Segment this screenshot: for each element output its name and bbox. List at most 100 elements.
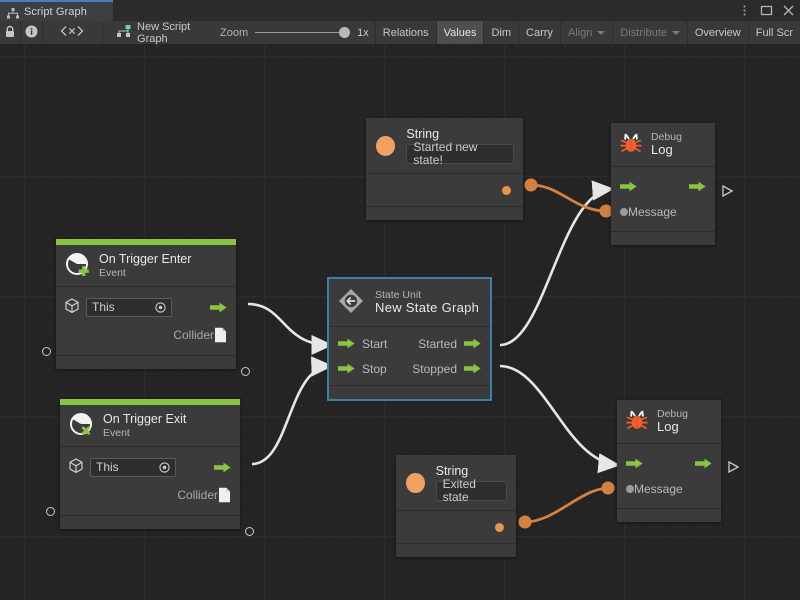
string-value-input[interactable]: Started new state! [406, 140, 514, 167]
message-input-port[interactable] [626, 485, 634, 493]
node-body [396, 511, 516, 544]
toolbar-button-values[interactable]: Values [435, 21, 484, 44]
node-titles: On Trigger Enter Event [99, 252, 191, 278]
node-debug-log-top[interactable]: Debug Log Message [611, 123, 715, 245]
toolbar-button-overview[interactable]: Overview [686, 21, 748, 44]
object-picker-icon[interactable] [155, 301, 166, 313]
node-message-row: Message [617, 476, 721, 502]
code-view-button[interactable] [43, 21, 104, 44]
toolbar-button-relations-label: Relations [382, 26, 429, 39]
node-type-label: String [406, 127, 440, 141]
node-on-trigger-exit[interactable]: On Trigger Exit Event This [60, 399, 240, 529]
flow-in-arrow[interactable] [338, 363, 355, 374]
zoom-slider-handle[interactable] [339, 27, 351, 38]
node-header: State Unit New State Graph [329, 279, 490, 327]
zoom-control[interactable]: Zoom 1x [214, 21, 375, 44]
toolbar-button-distribute[interactable]: Distribute [612, 21, 686, 44]
flow-out-arrow[interactable] [214, 462, 231, 473]
flow-in-arrow[interactable] [626, 458, 643, 469]
stopped-output-label: Stopped [412, 361, 457, 376]
zoom-slider[interactable] [255, 26, 351, 40]
zoom-value: 1x [357, 26, 369, 39]
chevron-down-icon [671, 30, 680, 35]
edge-trigger-enter-to-start [247, 302, 334, 356]
node-titles: State Unit New State Graph [375, 289, 479, 316]
node-footer [56, 355, 236, 369]
collider-file-icon[interactable] [214, 327, 227, 343]
bug-icon [626, 409, 648, 434]
message-input-port[interactable] [620, 208, 628, 216]
zoom-label: Zoom [220, 26, 249, 39]
stopped-output-group: Stopped [412, 362, 481, 376]
message-label: Message [628, 205, 677, 219]
stop-input-label: Stop [362, 361, 387, 376]
flow-out-arrow[interactable] [210, 302, 227, 313]
node-header: Debug Log [617, 400, 721, 444]
info-icon [25, 25, 38, 41]
graph-icon [7, 6, 19, 19]
lock-button[interactable] [0, 21, 22, 44]
start-input-label: Start [362, 336, 388, 351]
node-title-label: Log [651, 142, 673, 158]
tab-label: Script Graph [24, 5, 87, 18]
info-button[interactable] [21, 21, 43, 44]
event-accent-bar [60, 399, 240, 405]
target-object-field[interactable]: This [86, 297, 172, 317]
graph-name-field[interactable]: New Script Graph [113, 20, 214, 45]
toolbar-button-align[interactable]: Align [559, 21, 612, 44]
flow-out-arrow[interactable] [689, 181, 706, 192]
string-value-input[interactable]: Exited state [435, 477, 507, 504]
node-category-label: Debug [657, 408, 688, 420]
node-footer [329, 385, 490, 399]
node-string-top[interactable]: String Started new state! [366, 118, 523, 221]
toolbar-button-carry[interactable]: Carry [518, 21, 560, 44]
toolbar-button-fullscreen[interactable]: Full Scr [747, 21, 800, 44]
target-input-group: This [69, 457, 176, 477]
node-message-row: Message [611, 199, 715, 225]
node-state-unit[interactable]: State Unit New State Graph Start Started [327, 277, 492, 401]
node-target-row: This [60, 453, 240, 481]
flow-out-arrow[interactable] [695, 458, 712, 469]
node-body: This [56, 287, 236, 349]
node-subtitle-label: Event [103, 426, 130, 439]
node-on-trigger-enter[interactable]: On Trigger Enter Event This [56, 239, 236, 369]
node-titles: Debug Log [657, 408, 688, 435]
on-trigger-exit-collider-port[interactable] [245, 527, 254, 536]
started-output-group: Started [418, 337, 481, 351]
flow-out-arrow[interactable] [464, 338, 481, 349]
maximize-icon[interactable] [760, 4, 773, 17]
debug-log-bottom-out-port-marker[interactable] [728, 460, 740, 474]
object-picker-icon[interactable] [159, 461, 170, 473]
on-trigger-enter-target-port[interactable] [42, 347, 51, 356]
node-body: Message [611, 167, 715, 225]
flow-out-arrow[interactable] [464, 363, 481, 374]
collider-label: Collider [177, 488, 218, 502]
close-icon[interactable] [782, 4, 795, 17]
collider-file-icon[interactable] [218, 487, 231, 503]
flow-in-arrow[interactable] [620, 181, 637, 192]
window-controls [738, 0, 795, 21]
more-options-icon[interactable] [738, 4, 751, 17]
toolbar-button-relations[interactable]: Relations [374, 21, 436, 44]
graph-canvas[interactable]: String Started new state! [0, 45, 800, 600]
node-collider-row: Collider [60, 481, 240, 509]
node-titles: String Exited state [435, 464, 507, 504]
toolbar-button-carry-label: Carry [526, 26, 553, 39]
graph-name-label: New Script Graph [137, 20, 191, 45]
node-string-bottom[interactable]: String Exited state [396, 455, 516, 558]
node-type-label: String [435, 464, 469, 478]
on-trigger-exit-target-port[interactable] [46, 507, 55, 516]
event-accent-bar [56, 239, 236, 245]
node-debug-log-bottom[interactable]: Debug Log Message [617, 400, 721, 522]
string-output-port[interactable] [502, 185, 511, 195]
string-output-port[interactable] [495, 522, 504, 532]
debug-log-top-out-port-marker[interactable] [722, 184, 734, 198]
toolbar-button-dim[interactable]: Dim [483, 21, 518, 44]
string-value-icon [406, 472, 425, 493]
tab-script-graph[interactable]: Script Graph [0, 0, 113, 21]
node-footer [611, 231, 715, 245]
flow-in-arrow[interactable] [338, 338, 355, 349]
target-object-field[interactable]: This [90, 457, 176, 477]
on-trigger-enter-collider-port[interactable] [241, 367, 250, 376]
target-object-value: This [92, 300, 115, 314]
